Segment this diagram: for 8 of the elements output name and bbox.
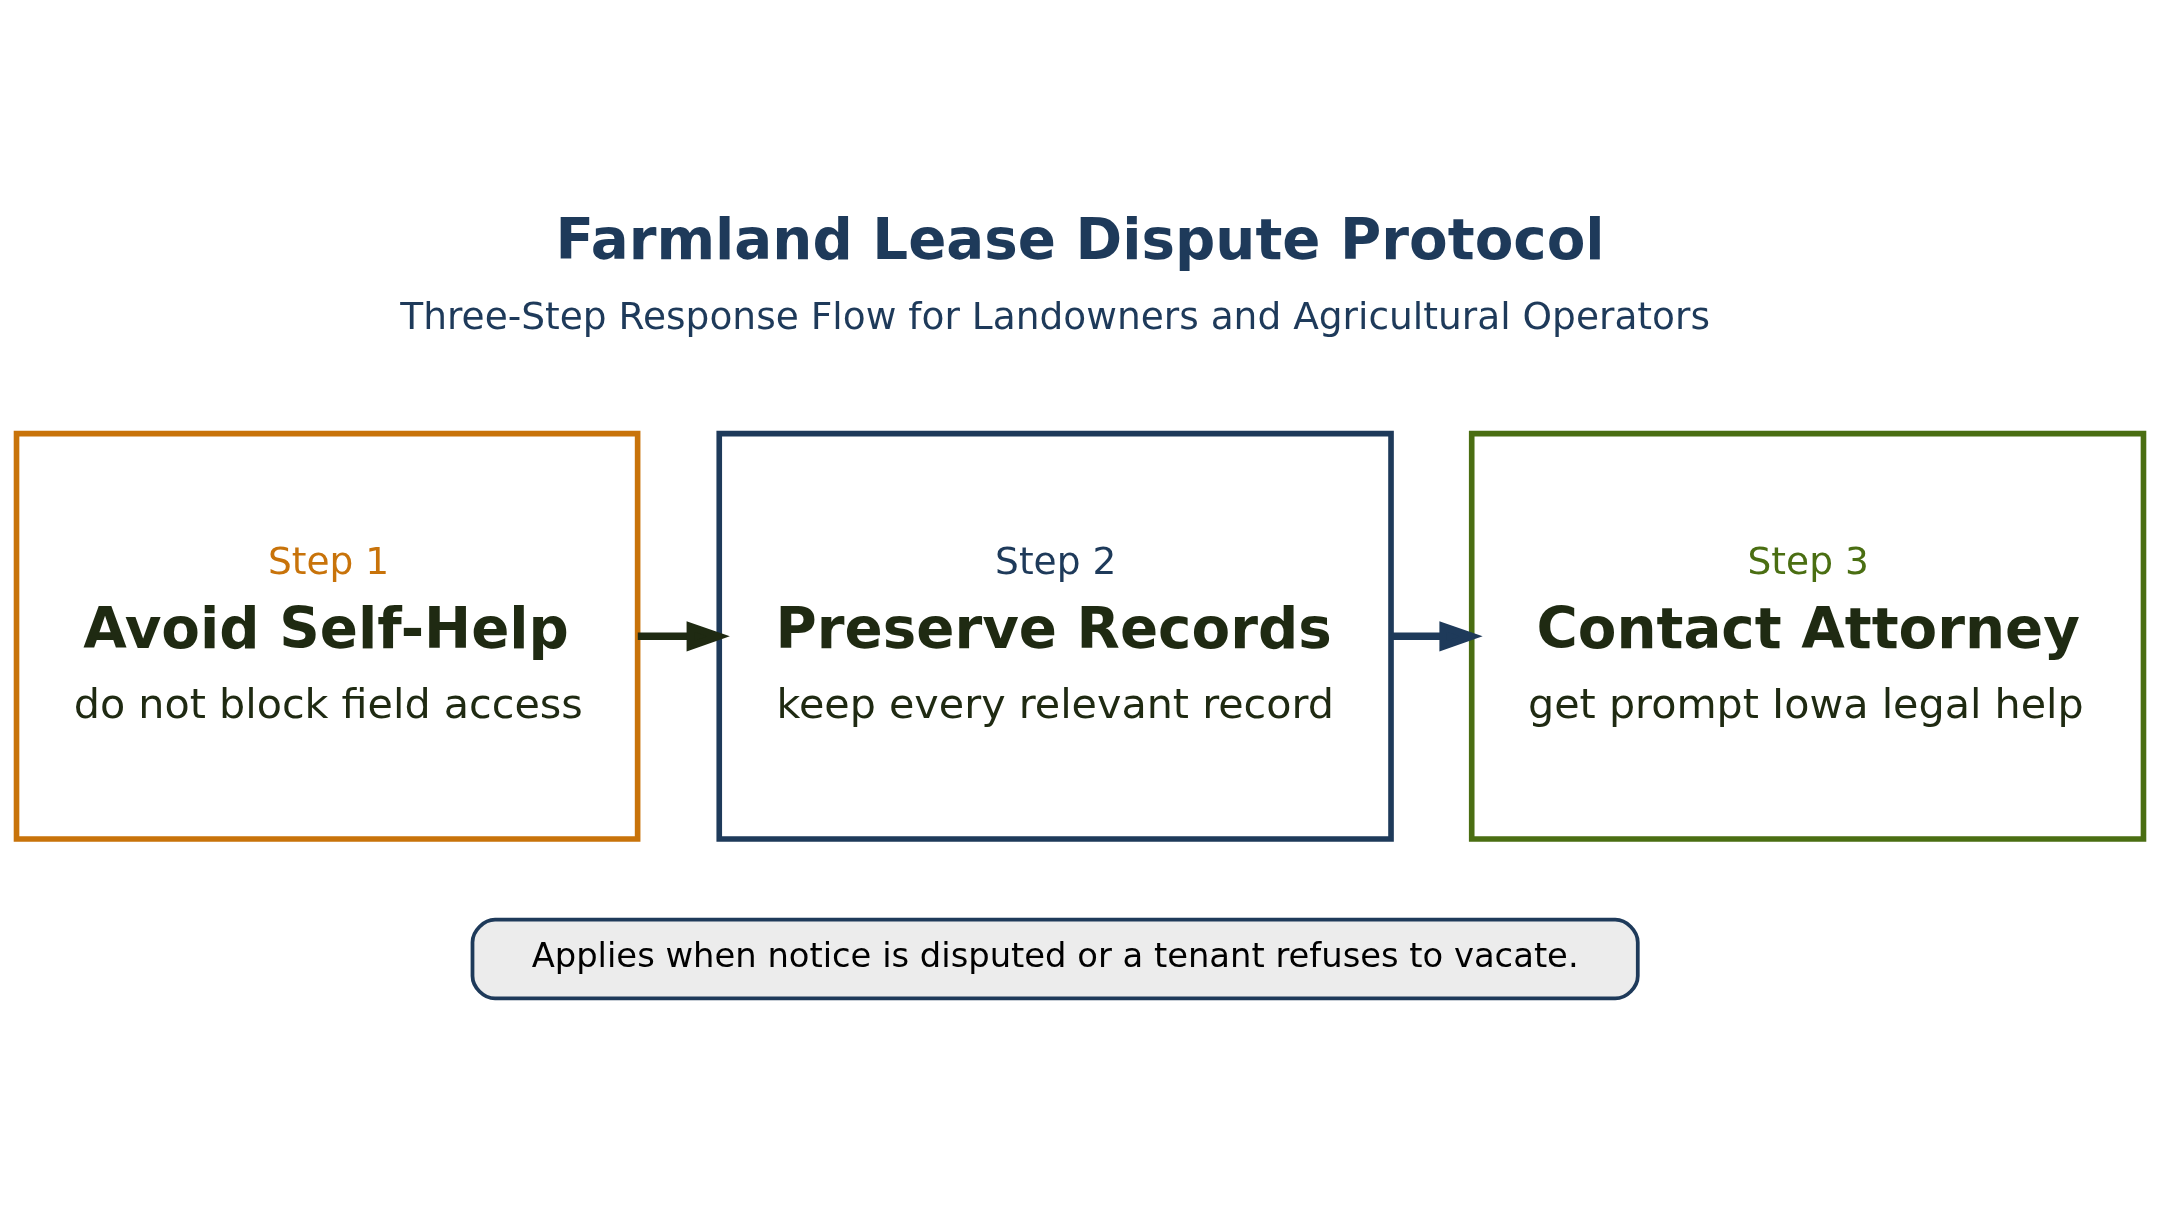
label: Three-Step Response Flow for Landowners and Agricultural Operators bbox=[400, 293, 1711, 338]
node-box: Step 3 Contact Attorney get prompt Iowa legal help bbox=[1468, 430, 2147, 842]
node-box: Step 1 Avoid Self-Help do not block field access bbox=[13, 430, 641, 842]
arrow bbox=[637, 620, 730, 651]
diagram-title: Farmland Lease Dispute Protocol bbox=[555, 206, 1605, 272]
node-box: Applies when notice is disputed or a tenant refuses to vacate. bbox=[470, 917, 1640, 1000]
arrow bbox=[1391, 620, 1483, 651]
node-box: Step 2 Preserve Records keep every relevant record bbox=[716, 430, 1394, 842]
